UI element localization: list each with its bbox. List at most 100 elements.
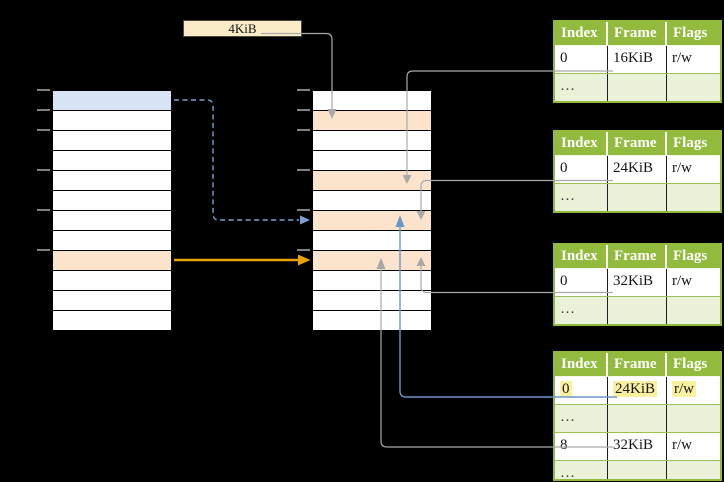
column-header: Flags xyxy=(667,22,720,45)
table-cell: 0 xyxy=(555,269,608,296)
table-cell: r/w xyxy=(667,156,720,183)
column-header: Flags xyxy=(667,132,720,155)
table-cell: … xyxy=(555,297,608,324)
memory-cell-white xyxy=(53,191,171,211)
virtual-page-lookup-dashed-line xyxy=(174,99,299,221)
table-cell: 32KiB xyxy=(608,433,667,460)
table-cell xyxy=(667,461,720,479)
memory-cell-white xyxy=(53,271,171,291)
table-cell xyxy=(667,405,720,432)
table-cell: … xyxy=(555,74,608,101)
address-tick-mark xyxy=(37,209,50,211)
table-cell xyxy=(608,461,667,479)
physical-memory-column xyxy=(312,90,432,331)
memory-cell-white xyxy=(53,111,171,131)
table-cell: 0 xyxy=(555,156,608,183)
address-tick-mark xyxy=(297,209,310,211)
memory-cell-peach xyxy=(313,171,431,191)
table-cell xyxy=(667,297,720,324)
memory-cell-peach xyxy=(53,251,171,271)
memory-cell-white xyxy=(313,291,431,311)
address-tick-mark xyxy=(37,109,50,111)
virtual-memory-column xyxy=(52,90,172,331)
column-header: Flags xyxy=(667,245,720,268)
memory-cell-white xyxy=(313,91,431,111)
column-header: Frame xyxy=(608,245,667,268)
table-row: … xyxy=(555,460,720,479)
arrowhead-right-icon xyxy=(298,254,311,266)
address-tick-mark xyxy=(37,129,50,131)
highlighted-value: 0 xyxy=(560,381,572,397)
memory-cell-white xyxy=(53,311,171,330)
address-tick-mark xyxy=(37,249,50,251)
arrowhead-right-icon xyxy=(300,215,310,225)
memory-cell-white xyxy=(313,311,431,330)
table-cell xyxy=(608,297,667,324)
memory-cell-peach xyxy=(313,211,431,231)
table-cell xyxy=(608,184,667,211)
table-cell xyxy=(667,184,720,211)
memory-cell-white xyxy=(313,131,431,151)
highlighted-value: r/w xyxy=(672,381,696,397)
table-cell: … xyxy=(555,405,608,432)
memory-cell-white xyxy=(53,131,171,151)
memory-cell-blue xyxy=(53,91,171,111)
table-cell: r/w xyxy=(667,377,720,404)
address-tick-mark xyxy=(37,169,50,171)
column-header: Index xyxy=(555,353,608,376)
table-cell: 8 xyxy=(555,433,608,460)
page-size-box: 4KiB xyxy=(183,20,302,37)
column-header: Index xyxy=(555,22,608,45)
column-header: Index xyxy=(555,132,608,155)
memory-cell-peach xyxy=(313,111,431,131)
memory-cell-white xyxy=(53,151,171,171)
address-tick-mark xyxy=(297,89,310,91)
memory-cell-white xyxy=(53,171,171,191)
memory-cell-peach xyxy=(313,251,431,271)
page-size-label: 4KiB xyxy=(228,21,257,36)
table-cell: … xyxy=(555,184,608,211)
table-row: … xyxy=(555,296,720,324)
table-cell: 32KiB xyxy=(608,269,667,296)
column-header: Index xyxy=(555,245,608,268)
address-tick-mark xyxy=(297,129,310,131)
table-row: … xyxy=(555,183,720,211)
table-cell: r/w xyxy=(667,269,720,296)
table-cell: 16KiB xyxy=(608,46,667,73)
address-tick-mark xyxy=(297,169,310,171)
column-header: Frame xyxy=(608,132,667,155)
table-cell xyxy=(667,74,720,101)
table-cell: … xyxy=(555,461,608,479)
column-header: Frame xyxy=(608,353,667,376)
table-cell: 24KiB xyxy=(608,156,667,183)
memory-cell-white xyxy=(313,191,431,211)
memory-cell-white xyxy=(53,211,171,231)
address-tick-mark xyxy=(37,89,50,91)
table-cell: 24KiB xyxy=(608,377,667,404)
column-header: Frame xyxy=(608,22,667,45)
table-cell xyxy=(608,74,667,101)
address-tick-mark xyxy=(297,109,310,111)
memory-cell-white xyxy=(313,151,431,171)
table-cell xyxy=(608,405,667,432)
table-cell: r/w xyxy=(667,433,720,460)
column-header: Flags xyxy=(667,353,720,376)
address-tick-mark xyxy=(297,249,310,251)
memory-cell-white xyxy=(313,271,431,291)
memory-cell-white xyxy=(313,231,431,251)
table-cell: 0 xyxy=(555,46,608,73)
memory-cell-white xyxy=(53,231,171,251)
memory-cell-white xyxy=(53,291,171,311)
